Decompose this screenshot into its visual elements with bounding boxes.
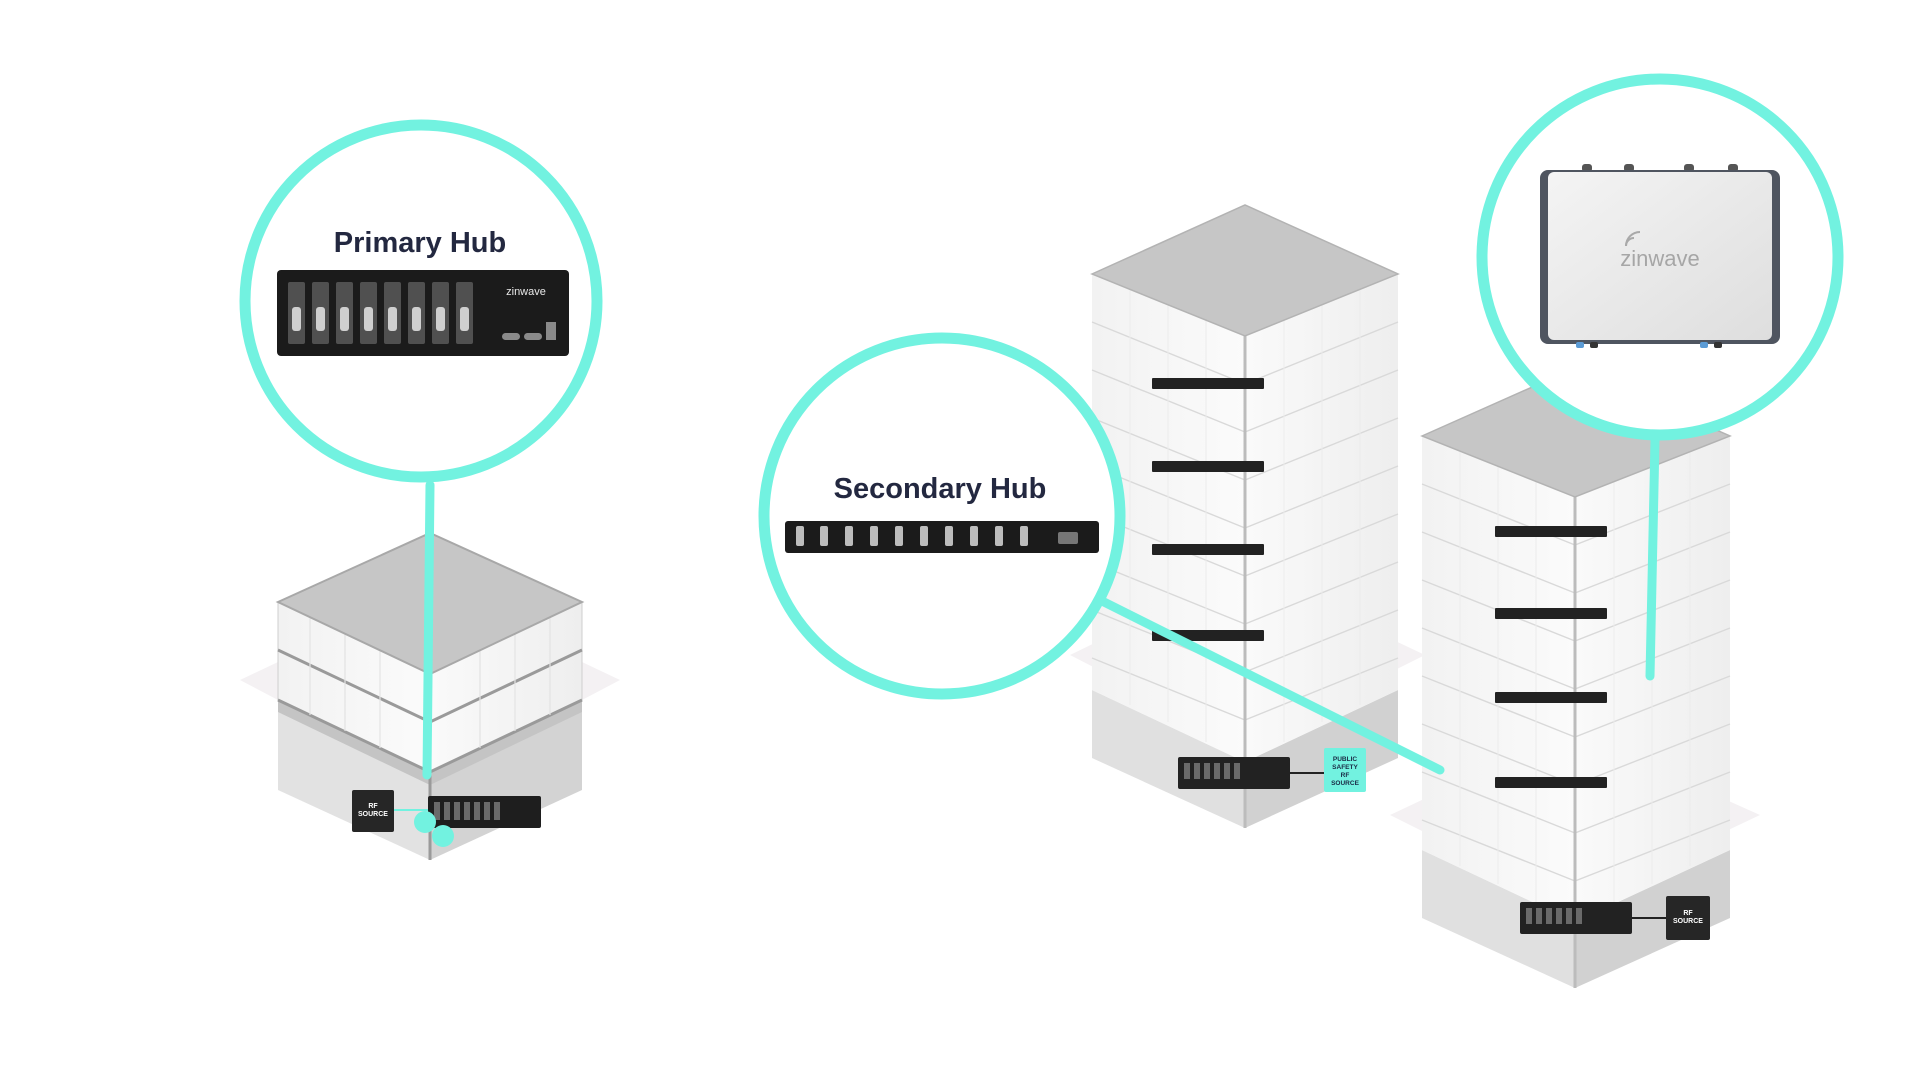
remote-access-point-device: zinwave [1540, 164, 1780, 348]
callout-connectors [422, 435, 1660, 780]
rf-source-line2: SOURCE [358, 811, 388, 818]
primary-hub-device: zinwave [277, 270, 569, 356]
ps-source-line4: SOURCE [1331, 780, 1359, 787]
rf-source-line1: RF [368, 803, 378, 810]
ps-source-line1: PUBLIC [1333, 756, 1358, 763]
remote-unit-callout: zinwave [1476, 73, 1844, 441]
primary-hub-callout: Primary Hub zinwave [239, 119, 603, 483]
public-safety-rf-source [1324, 748, 1366, 792]
connection-dot [414, 811, 436, 833]
remote-unit-logo: zinwave [1620, 246, 1699, 271]
rf-source-box [1666, 896, 1710, 940]
building-right-tower: RF SOURCE [1390, 367, 1760, 988]
building-base-left [1422, 850, 1575, 988]
secondary-hub-title: Secondary Hub [834, 473, 1047, 505]
callout-circle [758, 332, 1126, 700]
primary-hub-logo: zinwave [506, 286, 546, 298]
rf-source-box [352, 790, 394, 832]
building-middle-tower: PUBLIC SAFETY RF SOURCE [1070, 204, 1425, 828]
building-base-left [1092, 690, 1245, 828]
secondary-hub-callout: Secondary Hub [758, 332, 1126, 700]
connection-dot [432, 825, 454, 847]
remote-unit-floor-units [1495, 526, 1607, 788]
ps-source-line2: SAFETY [1332, 764, 1358, 771]
rf-source-line2: SOURCE [1673, 918, 1703, 925]
ps-source-line3: RF [1341, 772, 1350, 779]
secondary-hub-device [785, 521, 1099, 553]
roof [1090, 204, 1400, 337]
primary-hub-title: Primary Hub [334, 227, 506, 259]
rf-source-line1: RF [1683, 910, 1693, 917]
building-base-right [1245, 690, 1398, 828]
zinwave-signal-icon [1625, 231, 1641, 247]
